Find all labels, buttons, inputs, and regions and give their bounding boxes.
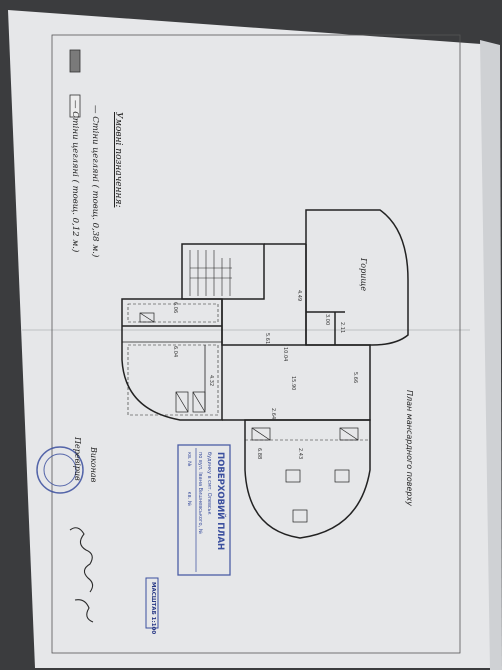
dimension-label: 5.66 [352, 372, 358, 384]
legend-dash: — [90, 105, 100, 114]
legend-item-thin: — Стіни цегляні ( товщ. 0,12 м.) [70, 100, 80, 252]
legend-thin-wall-swatch [69, 94, 81, 118]
stamp-apt-b: кв. № [186, 491, 192, 506]
floor-plan [121, 209, 409, 539]
stamp-title: ПОВЕРХОВИЙ ПЛАН [215, 452, 225, 551]
signature-checked: Перевірив [73, 437, 82, 481]
legend-dash: — [70, 100, 80, 109]
dimension-label: 6.04 [172, 346, 178, 358]
stamp-line-street: по вул. Івана Вишневського, № [197, 452, 203, 534]
signature-performed: Виконав [89, 447, 98, 483]
dimension-label: 4.49 [296, 290, 302, 302]
legend-label: Стіни цегляні ( товщ. 0,12 м.) [70, 111, 80, 253]
dimension-label: 4.32 [208, 375, 214, 387]
legend-thick-wall-swatch [69, 49, 81, 73]
legend-label: Стіни цегляні ( товщ. 0,38 м.) [90, 116, 100, 258]
plan-title: План мансардного поверху [405, 390, 414, 506]
stamp-apt-a: кв. № [186, 452, 192, 467]
paper-sheet [8, 10, 500, 668]
dimension-label: 2.43 [297, 448, 303, 460]
dimension-label: 6.06 [172, 302, 178, 314]
dimension-label: 2.11 [339, 322, 345, 334]
dimension-label: 3.00 [324, 314, 330, 326]
stamp-line-apt: кв. № кв. № [186, 452, 192, 506]
round-seal [36, 446, 84, 494]
stamp-line-address: будинку в смт. Олевськ [206, 452, 212, 515]
dimension-label: 2.64 [270, 408, 276, 420]
legend-heading: Умовні позначення: [113, 112, 123, 208]
dimension-label: 15.90 [290, 376, 296, 391]
signature-scribble [69, 527, 94, 623]
drawing-frame [51, 34, 461, 654]
dimension-label: 6.88 [256, 448, 262, 460]
scale-box [145, 577, 159, 629]
legend-item-thick: — Стіни цегляні ( товщ. 0,38 м.) [90, 105, 100, 257]
dimension-label: 10.04 [282, 347, 288, 362]
dimension-label: 5.61 [264, 333, 270, 345]
room-label-attic: Горище [359, 258, 368, 292]
scale-label: МАСШТАБ 1:100 [150, 582, 156, 635]
stamp-frame [177, 444, 231, 576]
